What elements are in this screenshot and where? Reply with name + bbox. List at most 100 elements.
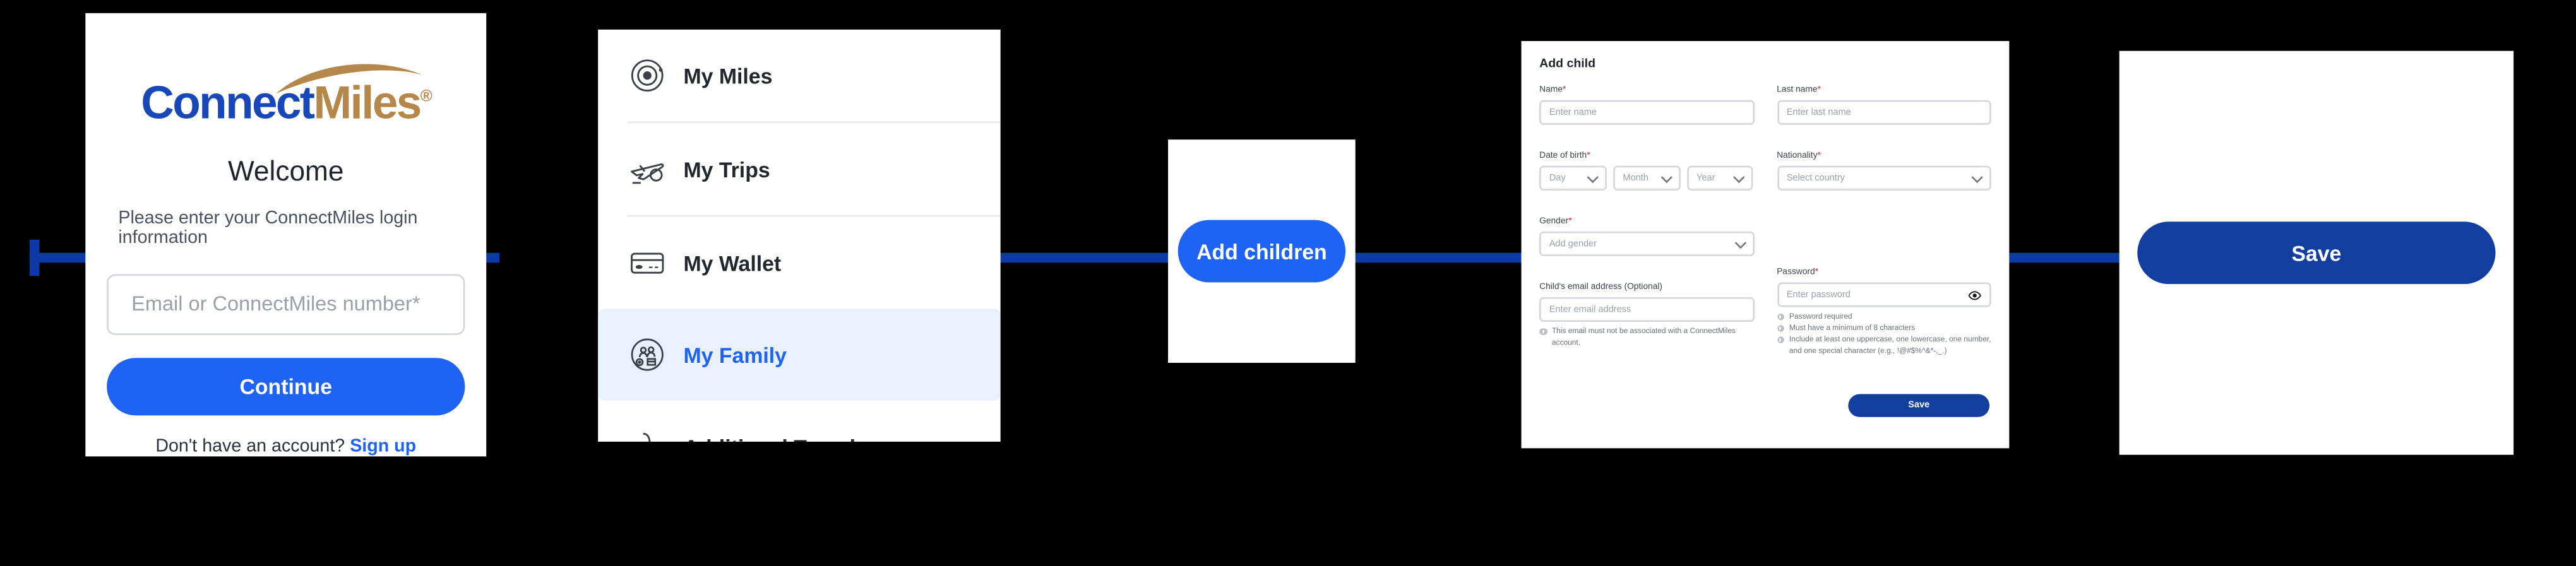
gender-label: Gender* xyxy=(1539,216,1572,227)
sign-up-link[interactable]: Sign up xyxy=(350,437,417,457)
nationality-label: Nationality* xyxy=(1777,151,1821,161)
form-right-column: Last name* Enter last name Nationality* … xyxy=(1777,85,1991,357)
password-rule: Password required xyxy=(1777,312,1991,323)
info-icon xyxy=(1777,313,1785,321)
password-placeholder: Enter password xyxy=(1786,290,1851,300)
required-marker: * xyxy=(1817,85,1821,95)
spacer xyxy=(1539,256,1754,283)
child-email-input[interactable]: Enter email address xyxy=(1539,297,1754,322)
info-icon xyxy=(1777,324,1785,333)
add-child-form: Name* Enter name Date of birth* Day Mont… xyxy=(1539,85,1991,357)
signup-row: Don't have an account? Sign up xyxy=(155,437,416,456)
save-button[interactable]: Save xyxy=(2137,221,2496,285)
menu-divider xyxy=(627,121,1001,124)
required-marker: * xyxy=(1587,151,1590,161)
name-label: Name* xyxy=(1539,85,1566,95)
continue-button[interactable]: Continue xyxy=(107,358,465,416)
step-4-card: Add child Name* Enter name Date of birth… xyxy=(1521,41,2010,449)
gender-select[interactable]: Add gender xyxy=(1539,231,1754,256)
dob-day-select[interactable]: Day xyxy=(1539,165,1607,191)
save-button[interactable]: Save xyxy=(1848,393,1990,416)
last-name-placeholder: Enter last name xyxy=(1786,107,1851,118)
step-5-card: Save xyxy=(2119,50,2514,455)
chevron-down-icon xyxy=(1660,170,1673,182)
child-email-placeholder: Enter email address xyxy=(1549,304,1631,315)
info-icon xyxy=(1777,336,1785,344)
name-input[interactable]: Enter name xyxy=(1539,100,1754,125)
chevron-down-icon xyxy=(1734,170,1746,182)
logo-miles-text: Miles xyxy=(313,76,422,128)
last-name-label: Last name* xyxy=(1777,85,1821,95)
required-marker: * xyxy=(1815,268,1819,278)
step-2-card: My Miles My Trips xyxy=(598,29,1001,442)
email-input-placeholder: Email or ConnectMiles number* xyxy=(131,293,420,316)
connector-2 xyxy=(1000,252,1181,263)
password-rule: Include at least one uppercase, one lowe… xyxy=(1777,334,1991,357)
name-input-placeholder: Enter name xyxy=(1549,107,1597,118)
sidebar-item-additional-traveler[interactable]: Additional Traveler xyxy=(598,401,1001,442)
child-email-label: Child's email address (Optional) xyxy=(1539,282,1663,293)
spacer xyxy=(1539,125,1754,151)
show-password-eye-icon[interactable] xyxy=(1968,288,1981,302)
required-marker: * xyxy=(1562,85,1566,95)
nationality-placeholder: Select country xyxy=(1786,173,1845,184)
dob-label: Date of birth* xyxy=(1539,151,1590,161)
logo-swoosh-icon xyxy=(273,59,444,95)
chevron-down-icon xyxy=(1971,170,1983,182)
email-input[interactable]: Email or ConnectMiles number* xyxy=(107,274,465,335)
miles-orbit-icon xyxy=(628,56,667,95)
dob-month-select[interactable]: Month xyxy=(1613,165,1680,191)
login-subheading: Please enter your ConnectMiles login inf… xyxy=(118,208,418,248)
password-rule: Must have a minimum of 8 characters xyxy=(1777,323,1991,334)
step-1-card: ConnectMiles® Welcome Please enter your … xyxy=(85,13,487,456)
sidebar-item-label: My Family xyxy=(683,342,787,367)
info-icon xyxy=(1539,327,1547,336)
dob-year-placeholder: Year xyxy=(1696,173,1715,184)
add-children-button[interactable]: Add children xyxy=(1178,220,1346,283)
chevron-down-icon xyxy=(1587,170,1599,182)
nationality-select[interactable]: Select country xyxy=(1777,165,1991,191)
credit-card-icon xyxy=(628,243,667,282)
signup-prompt-text: Don't have an account? xyxy=(155,437,345,457)
required-marker: * xyxy=(1568,216,1572,227)
password-label: Password* xyxy=(1777,268,1819,278)
password-rule-text: Password required xyxy=(1789,312,1852,321)
sidebar-item-label: My Miles xyxy=(683,63,773,88)
password-rule-text: Must have a minimum of 8 characters xyxy=(1789,323,1916,332)
connector-4 xyxy=(2009,252,2125,263)
child-email-hint-text: This email must not be associated with a… xyxy=(1551,326,1736,346)
spacer xyxy=(1777,125,1991,151)
sidebar-item-label: Additional Traveler xyxy=(683,434,876,442)
welcome-heading: Welcome xyxy=(227,155,344,187)
sidebar-item-my-trips[interactable]: My Trips xyxy=(598,123,1001,215)
connector-3 xyxy=(1355,252,1533,263)
sidebar-item-label: My Trips xyxy=(683,156,770,182)
child-email-hint: This email must not be associated with a… xyxy=(1539,327,1754,349)
add-child-title: Add child xyxy=(1539,56,1596,71)
family-group-icon xyxy=(628,335,667,374)
airplane-icon xyxy=(628,150,667,189)
chevron-down-icon xyxy=(1734,236,1746,249)
password-rule-text: Include at least one uppercase, one lowe… xyxy=(1789,334,1991,355)
menu-divider xyxy=(627,215,1001,217)
form-left-column: Name* Enter name Date of birth* Day Mont… xyxy=(1539,85,1754,357)
logo-text: ConnectMiles® xyxy=(125,80,447,126)
sidebar-item-my-family[interactable]: My Family xyxy=(598,309,1001,401)
password-input[interactable]: Enter password xyxy=(1777,282,1991,307)
last-name-input[interactable]: Enter last name xyxy=(1777,100,1991,125)
logo-connect-text: Connect xyxy=(141,76,315,128)
sidebar-item-my-wallet[interactable]: My Wallet xyxy=(598,216,1001,309)
seat-icon xyxy=(628,427,667,442)
save-row: Save xyxy=(1539,393,1991,416)
dob-year-select[interactable]: Year xyxy=(1686,165,1754,191)
gender-placeholder: Add gender xyxy=(1549,239,1597,249)
step-3-card: Add children xyxy=(1168,139,1356,363)
logo-registered-mark: ® xyxy=(420,88,432,106)
password-rules-list: Password required Must have a minimum of… xyxy=(1777,312,1991,357)
connectmiles-logo: ConnectMiles® xyxy=(125,62,447,126)
spacer xyxy=(1777,191,1991,268)
sidebar-item-my-miles[interactable]: My Miles xyxy=(598,30,1001,122)
required-marker: * xyxy=(1817,151,1821,161)
spacer xyxy=(1539,191,1754,217)
